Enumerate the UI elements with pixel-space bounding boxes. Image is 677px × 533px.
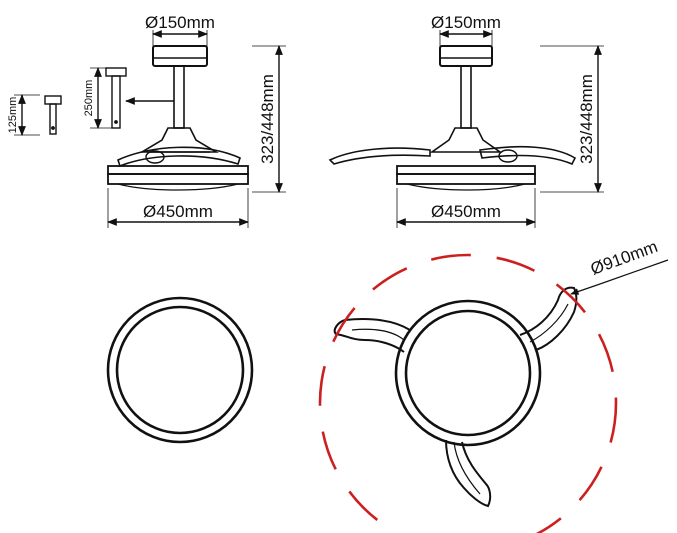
right-height-label: 323/448mm [577,74,596,164]
rod-long-label: 250mm [83,80,95,117]
right-bottom-diameter-label: Ø450mm [431,202,501,221]
right-top-diameter-label: Ø150mm [431,13,501,32]
rod-detail [14,67,174,136]
left-top-view [106,296,254,444]
span-diameter-label: Ø910mm [588,237,660,279]
left-top-diameter-label: Ø150mm [145,13,215,32]
right-side-view [328,30,604,228]
left-bottom-diameter-label: Ø450mm [143,202,213,221]
span-circle [318,253,618,533]
left-height-label: 323/448mm [258,74,277,164]
rod-short-label: 125mm [7,97,19,134]
right-top-view [318,253,669,533]
left-side-view [107,30,286,228]
